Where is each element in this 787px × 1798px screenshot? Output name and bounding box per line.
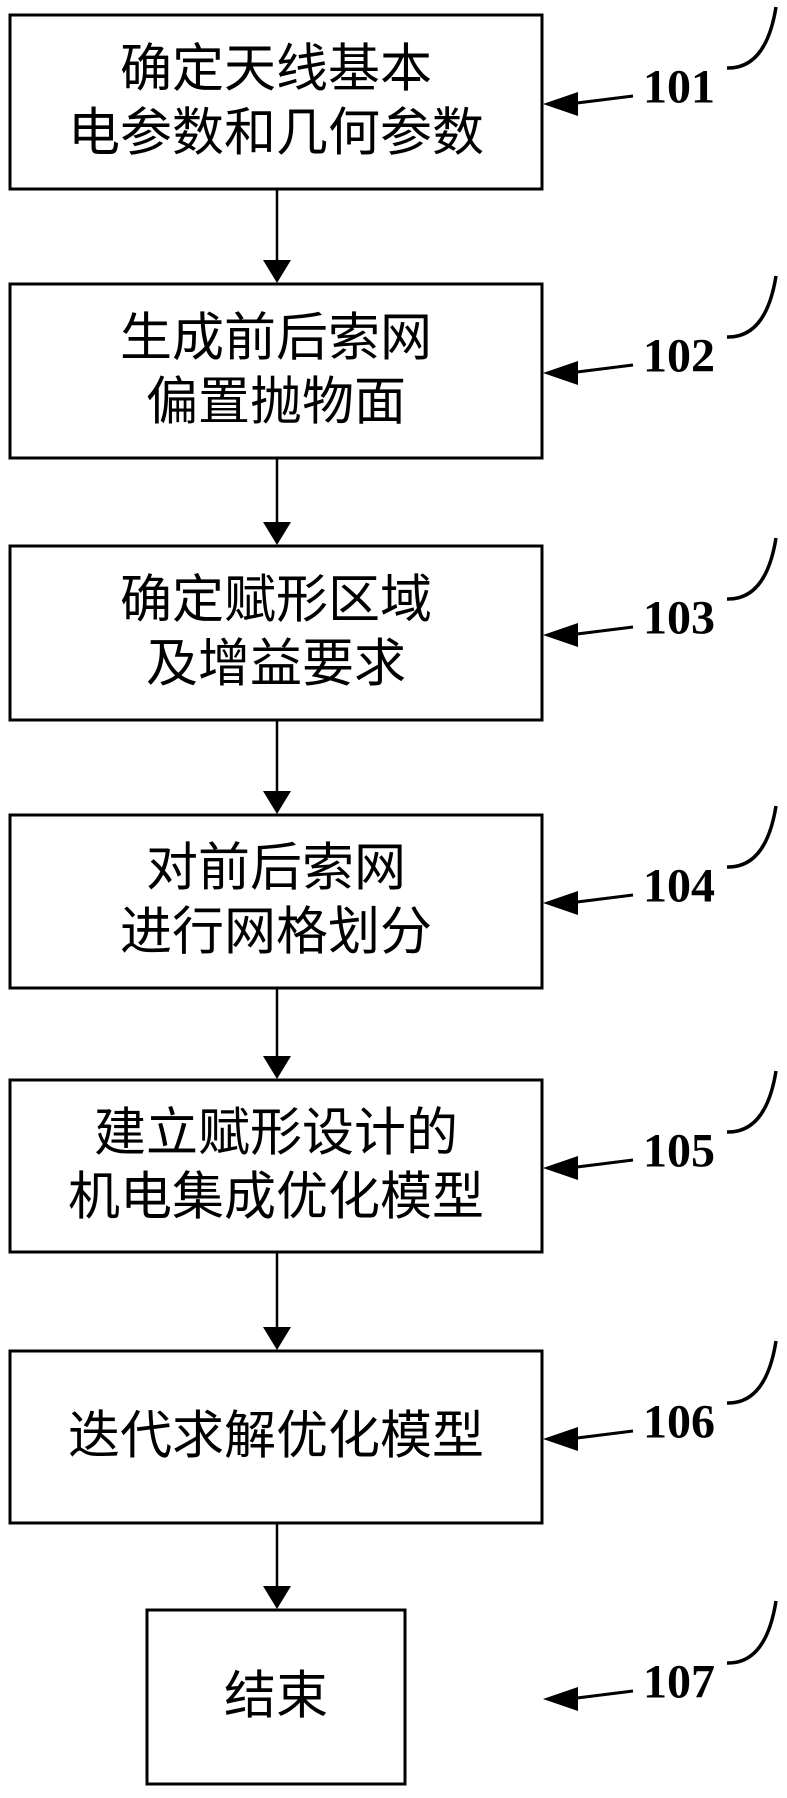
left-arrowhead-icon (543, 891, 578, 915)
down-arrowhead-icon (263, 1327, 291, 1350)
flow-step-4: 对前后索网 进行网格划分 (8, 813, 544, 990)
ref-callout-103: 103 (543, 537, 778, 647)
ref-numeral-106: 106 (643, 1396, 715, 1449)
down-arrowhead-icon (263, 1056, 291, 1079)
left-arrowhead-icon (543, 623, 578, 647)
leader-line-101 (576, 94, 634, 105)
callout-curve-104 (726, 805, 778, 869)
left-arrowhead-icon (543, 1687, 578, 1711)
step-4-text-line-2: 进行网格划分 (120, 905, 432, 962)
callout-curve-103 (726, 537, 778, 601)
step-5-text-line-1: 建立赋形设计的 (94, 1106, 458, 1163)
callout-curve-102 (726, 275, 778, 339)
step-box-2 (8, 282, 544, 460)
flow-step-3: 确定赋形区域 及增益要求 (8, 544, 544, 722)
step-box-4 (8, 813, 544, 990)
left-arrowhead-icon (543, 92, 578, 116)
step-4-text-line-1: 对前后索网 (146, 841, 406, 898)
flow-step-2: 生成前后索网 偏置抛物面 (8, 282, 544, 460)
leader-line-106 (576, 1429, 634, 1440)
ref-callout-104: 104 (543, 805, 778, 915)
left-arrowhead-icon (543, 1427, 578, 1451)
step-1-text-line-2: 电参数和几何参数 (68, 106, 484, 163)
down-arrowhead-icon (263, 522, 291, 545)
step-box-5 (8, 1078, 544, 1254)
down-arrowhead-icon (263, 260, 291, 283)
down-arrowhead-icon (263, 791, 291, 814)
step-5-text-line-2: 机电集成优化模型 (68, 1170, 484, 1227)
callout-curve-105 (726, 1070, 778, 1134)
step-3-text-line-1: 确定赋形区域 (120, 573, 432, 630)
step-2-text-line-1: 生成前后索网 (120, 311, 432, 368)
connector-2 (263, 458, 291, 545)
step-box-6 (8, 1349, 544, 1525)
ref-callout-107: 107 (543, 1600, 778, 1711)
connector-1 (263, 189, 291, 283)
ref-callout-106: 106 (543, 1340, 778, 1451)
leader-line-105 (576, 1158, 634, 1169)
step-box-3 (8, 544, 544, 722)
ref-numeral-105: 105 (643, 1125, 715, 1178)
ref-numeral-104: 104 (643, 860, 715, 913)
down-arrowhead-icon (263, 1586, 291, 1609)
connector-4 (263, 988, 291, 1079)
flow-step-1: 确定天线基本 电参数和几何参数 (8, 13, 544, 191)
left-arrowhead-icon (543, 1156, 578, 1180)
leader-line-104 (576, 893, 634, 904)
step-7-text-line-1: 结束 (224, 1669, 328, 1726)
step-2-text-line-2: 偏置抛物面 (146, 375, 406, 432)
ref-callout-102: 102 (543, 275, 778, 385)
left-arrowhead-icon (543, 361, 578, 385)
ref-callout-105: 105 (543, 1070, 778, 1180)
callout-curve-106 (726, 1340, 778, 1405)
ref-callout-101: 101 (543, 6, 778, 116)
ref-numeral-101: 101 (643, 61, 715, 114)
leader-line-107 (576, 1689, 634, 1700)
connector-5 (263, 1252, 291, 1350)
leader-line-102 (576, 363, 634, 374)
step-box-1 (8, 13, 544, 191)
step-6-text-line-1: 迭代求解优化模型 (68, 1409, 484, 1466)
flow-step-7: 结束 (145, 1608, 407, 1786)
connector-6 (263, 1523, 291, 1609)
step-1-text-line-1: 确定天线基本 (120, 42, 432, 99)
connector-3 (263, 720, 291, 814)
flow-step-5: 建立赋形设计的 机电集成优化模型 (8, 1078, 544, 1254)
leader-line-103 (576, 625, 634, 636)
callout-curve-101 (726, 6, 778, 70)
ref-numeral-102: 102 (643, 330, 715, 383)
ref-numeral-103: 103 (643, 592, 715, 645)
ref-numeral-107: 107 (643, 1656, 715, 1709)
callout-curve-107 (726, 1600, 778, 1665)
step-box-7 (145, 1608, 407, 1786)
step-3-text-line-2: 及增益要求 (146, 637, 406, 694)
flow-step-6: 迭代求解优化模型 (8, 1349, 544, 1525)
